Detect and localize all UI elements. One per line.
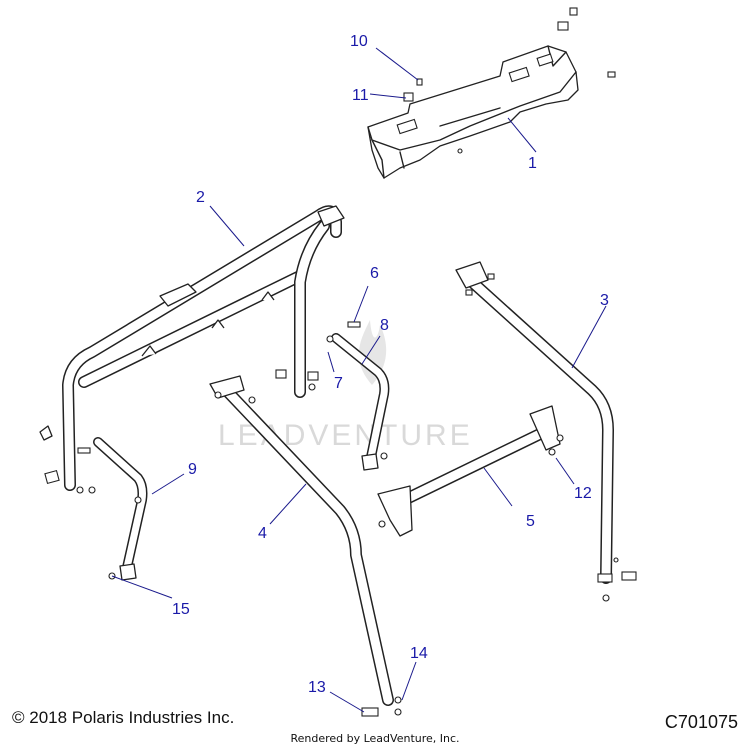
part-4-left-rear-tube[interactable] — [209, 375, 402, 717]
part-5-cross-brace[interactable] — [377, 405, 564, 537]
part-9-bracket[interactable] — [77, 437, 148, 581]
callout-5[interactable]: 5 — [526, 513, 535, 530]
callout-14[interactable]: 14 — [410, 645, 428, 662]
callout-13[interactable]: 13 — [308, 679, 326, 696]
part-2-front-cage[interactable] — [39, 205, 345, 494]
diagram-code: C701075 — [664, 712, 738, 732]
callout-1[interactable]: 1 — [528, 155, 537, 172]
callout-6[interactable]: 6 — [370, 265, 379, 282]
leader-lines — [111, 47, 607, 713]
part-1-roof-panel[interactable] — [367, 45, 579, 179]
callout-12[interactable]: 12 — [574, 485, 592, 502]
roof-hardware — [403, 7, 616, 154]
part-8-bracket[interactable] — [326, 321, 390, 471]
part-3-right-rear-tube[interactable] — [455, 261, 637, 602]
callout-4[interactable]: 4 — [258, 525, 267, 542]
callout-3[interactable]: 3 — [600, 292, 609, 309]
callout-2[interactable]: 2 — [196, 189, 205, 206]
rendered-by-text: Rendered by LeadVenture, Inc. — [290, 732, 460, 745]
callout-7[interactable]: 7 — [334, 375, 343, 392]
callout-9[interactable]: 9 — [188, 461, 197, 478]
callout-10[interactable]: 10 — [350, 33, 368, 50]
callout-8[interactable]: 8 — [380, 317, 389, 334]
callout-15[interactable]: 15 — [172, 601, 190, 618]
copyright-text: © 2018 Polaris Industries Inc. — [12, 708, 235, 727]
callout-11[interactable]: 11 — [352, 87, 369, 104]
callouts: 1 2 3 4 5 6 7 8 9 10 11 12 13 14 15 — [172, 33, 609, 696]
